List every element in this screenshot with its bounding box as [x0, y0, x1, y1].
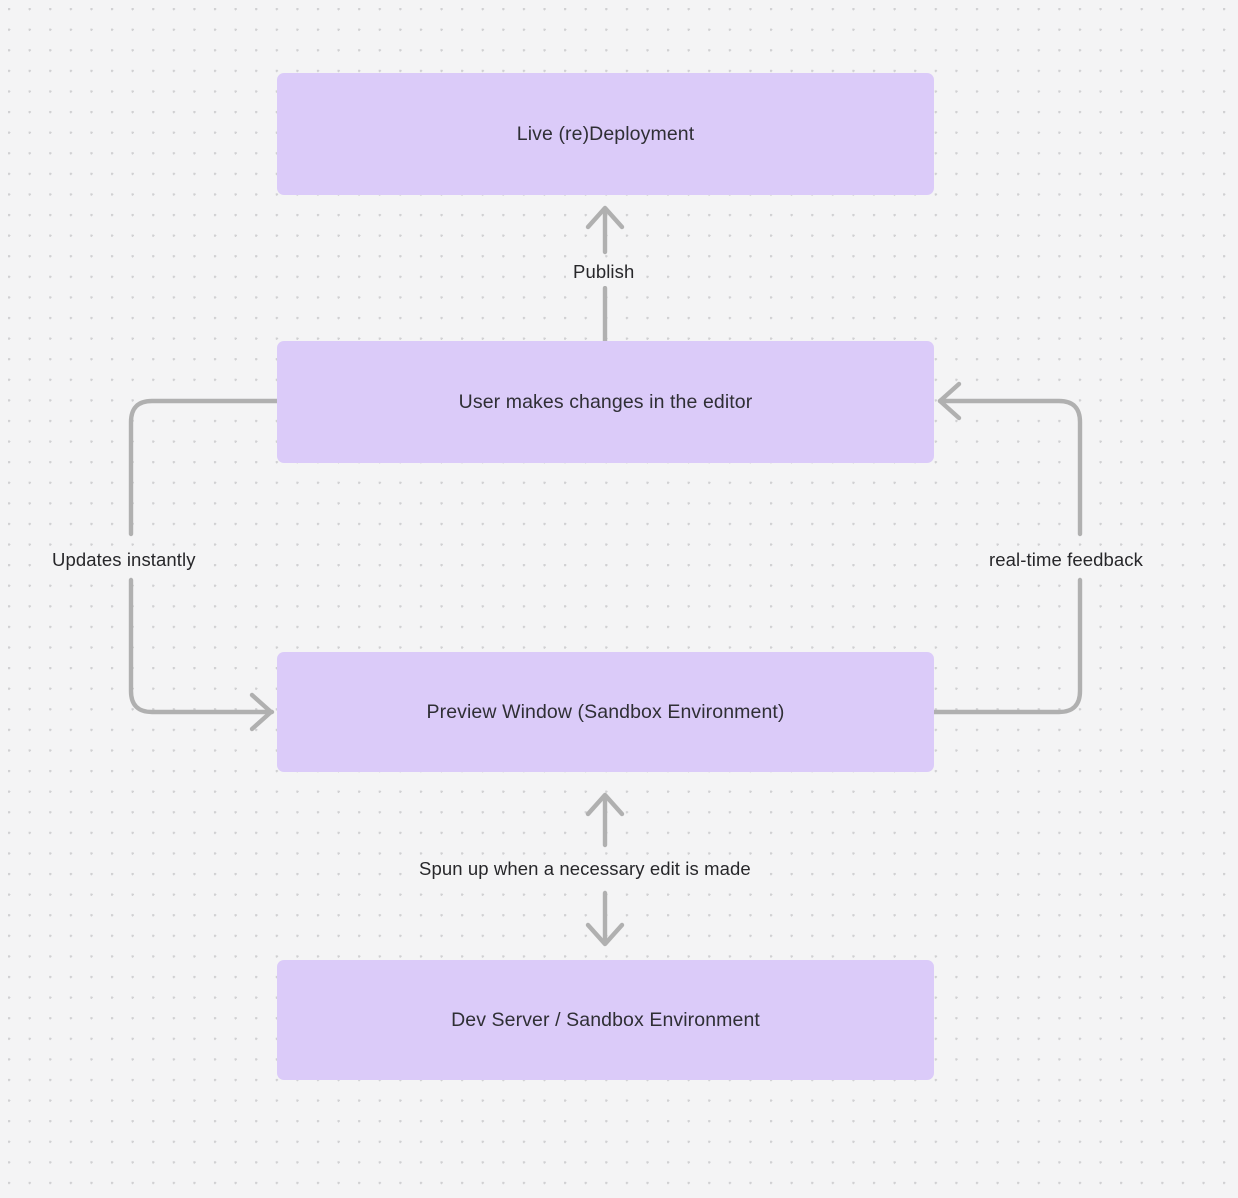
edge-label-spun-up: Spun up when a necessary edit is made — [412, 855, 758, 884]
edge-updates-upper-segment — [128, 398, 280, 537]
node-dev-server[interactable]: Dev Server / Sandbox Environment — [277, 960, 934, 1080]
node-preview-window-label: Preview Window (Sandbox Environment) — [426, 700, 785, 723]
edge-updates-lower-segment — [128, 577, 275, 715]
edge-updates-arrowhead — [249, 692, 274, 732]
edge-label-updates-instantly: Updates instantly — [45, 546, 203, 575]
node-preview-window[interactable]: Preview Window (Sandbox Environment) — [277, 652, 934, 772]
edge-realtime-arrowhead — [937, 381, 962, 421]
edge-spun-down-arrowhead — [585, 922, 625, 947]
edge-label-publish: Publish — [566, 258, 642, 287]
node-user-makes-changes[interactable]: User makes changes in the editor — [277, 341, 934, 463]
node-dev-server-label: Dev Server / Sandbox Environment — [451, 1008, 760, 1031]
node-live-deployment[interactable]: Live (re)Deployment — [277, 73, 934, 195]
edge-spun-up-arrowhead — [585, 792, 625, 817]
node-live-deployment-label: Live (re)Deployment — [516, 122, 695, 145]
edge-realtime-upper-segment — [937, 398, 1083, 537]
edge-label-real-time-feedback: real-time feedback — [982, 546, 1150, 575]
node-user-makes-changes-label: User makes changes in the editor — [458, 390, 753, 413]
edge-publish-arrowhead — [585, 205, 625, 230]
edge-realtime-lower-segment — [931, 577, 1083, 715]
